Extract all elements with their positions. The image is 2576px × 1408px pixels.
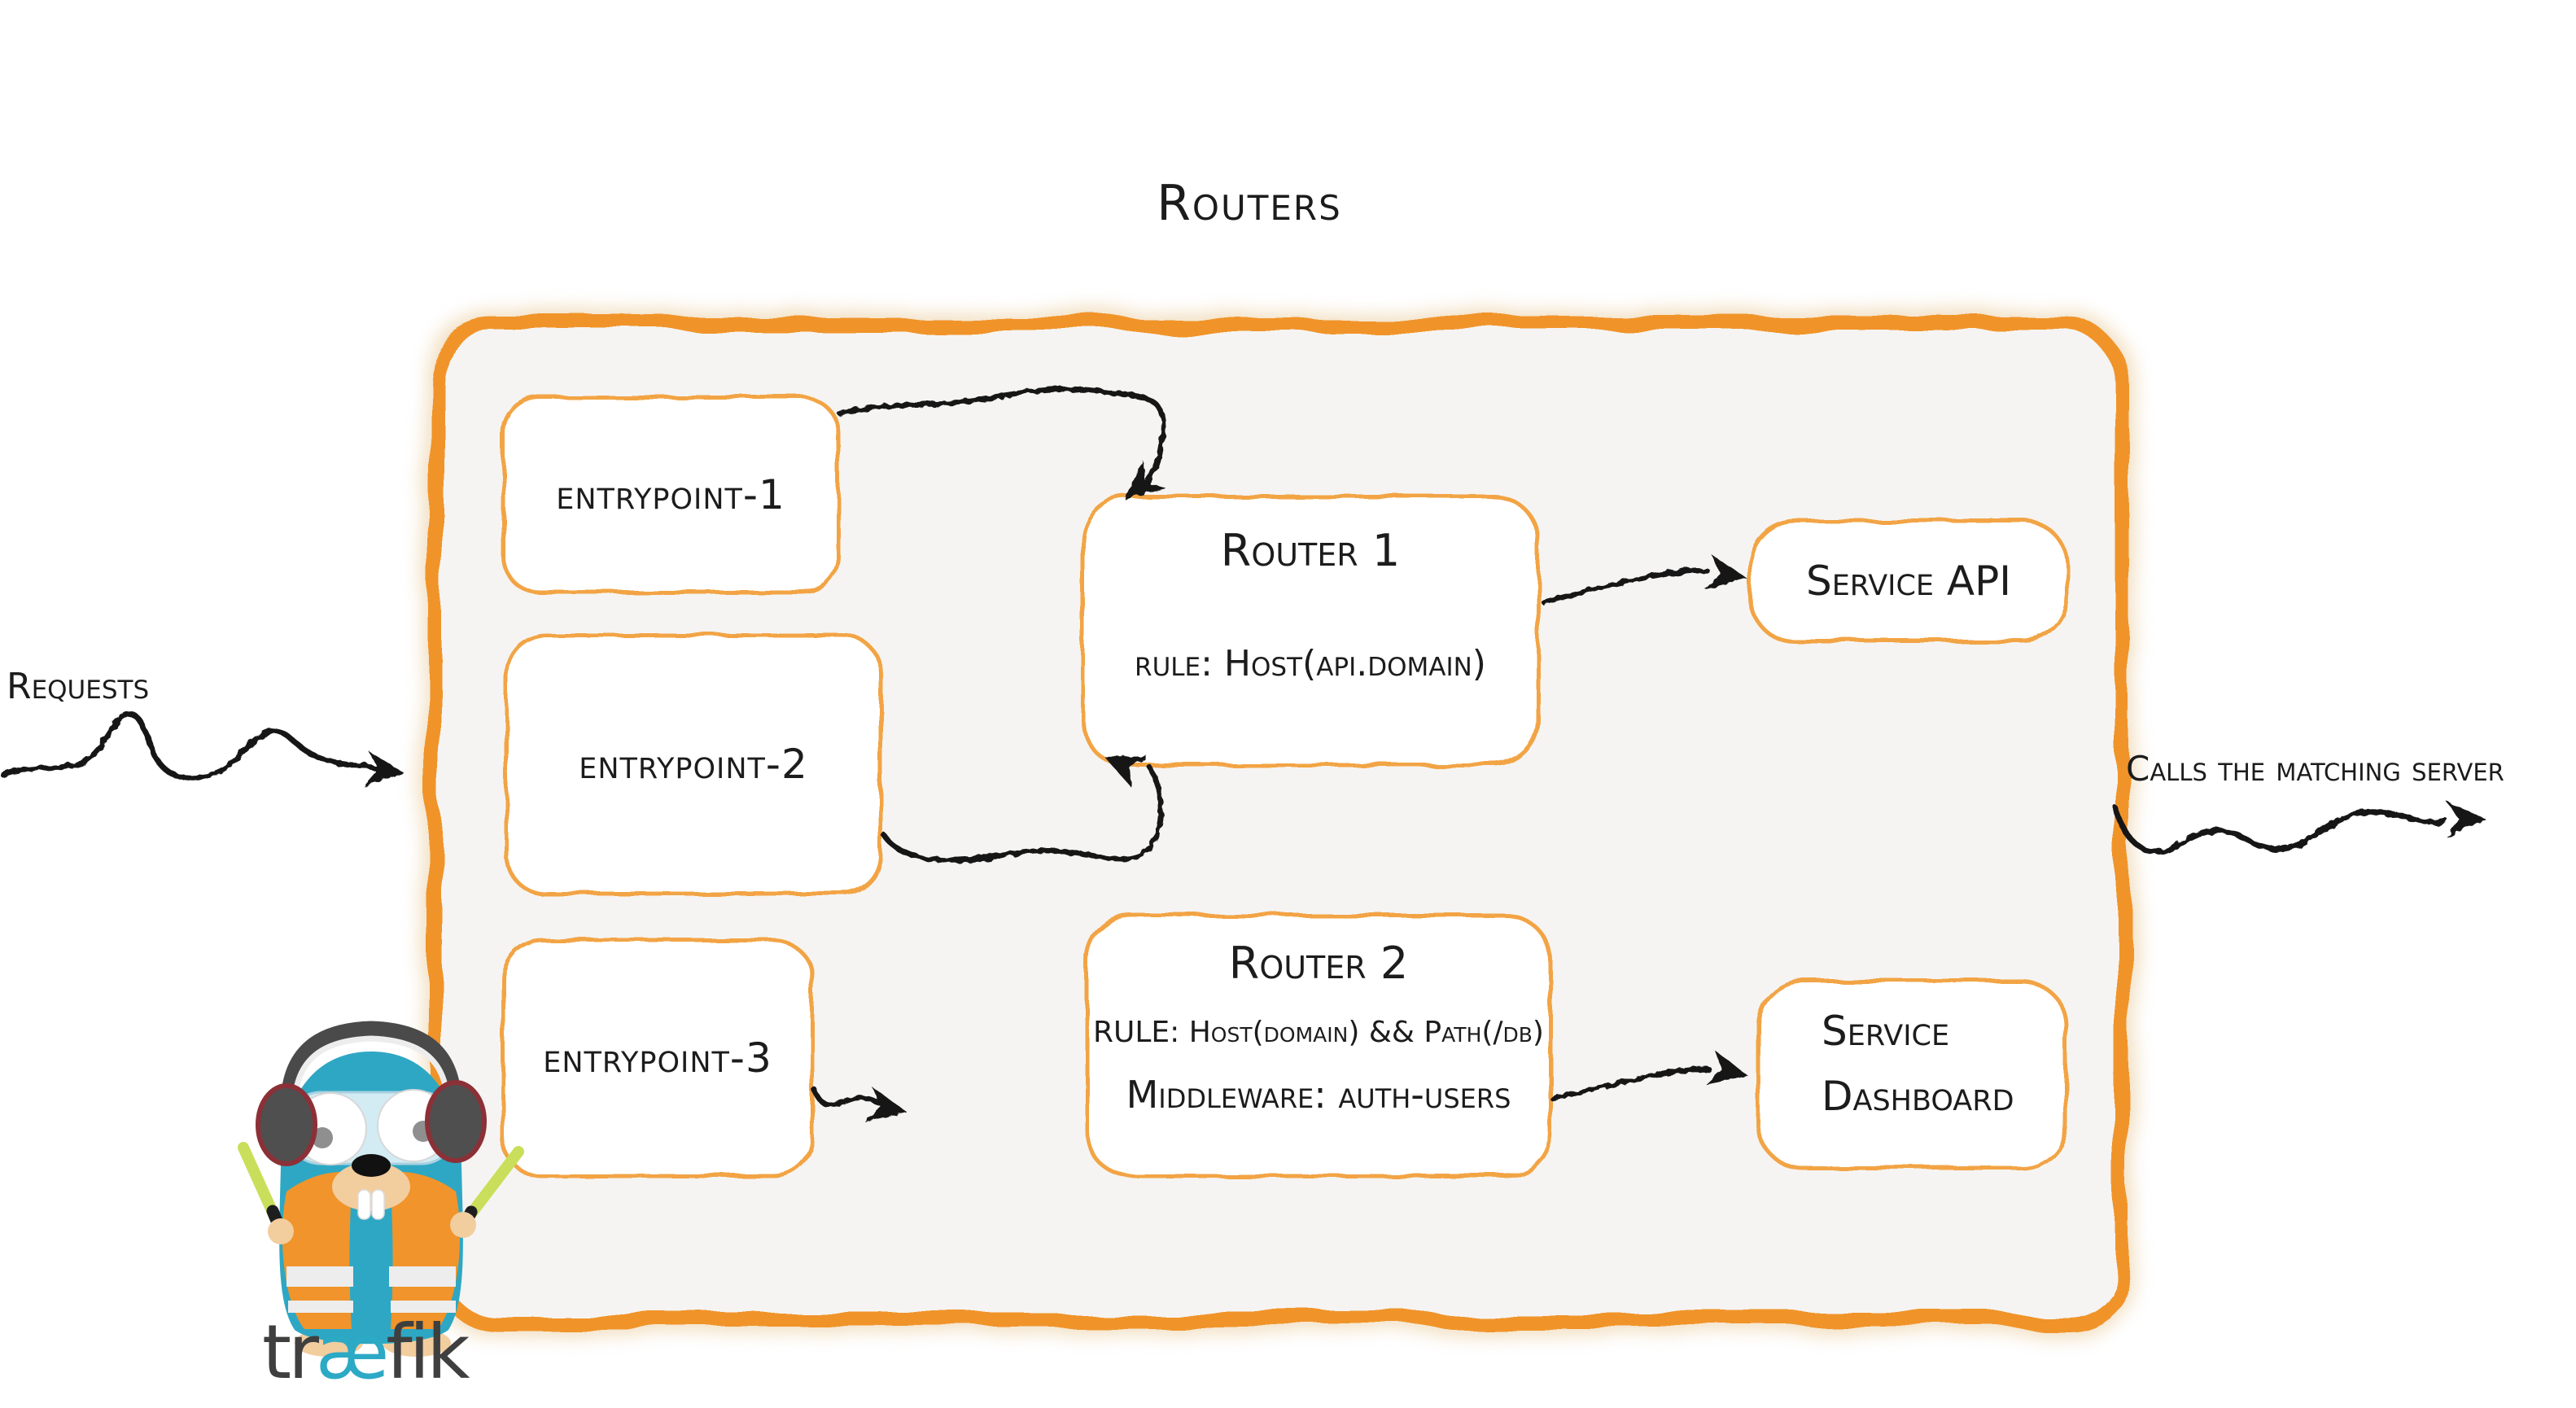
traefik-gopher-logo (238, 1021, 524, 1357)
entrypoint-2-label: entrypoint-2 (579, 741, 808, 788)
gopher-hand-right (450, 1212, 476, 1238)
gopher-pupil (312, 1127, 333, 1148)
arrow-router2-to-service-dashboard (1550, 1050, 1748, 1102)
requests-label: Requests (7, 666, 150, 707)
calls-arrow (2111, 802, 2486, 855)
arrow-entrypoint1-to-router1 (837, 386, 1166, 500)
headphones-band (280, 1021, 462, 1120)
service-dashboard-label-line1: Service (1822, 1008, 1950, 1055)
entrypoint-1-label: entrypoint-1 (556, 471, 785, 518)
router-1-box (1080, 494, 1541, 767)
gopher-tooth (357, 1189, 371, 1220)
entrypoint-1-box (501, 395, 841, 595)
arrow-entrypoint3-to-router2 (811, 1086, 907, 1122)
entrypoint-2-box (504, 632, 883, 896)
vest-stripe (389, 1266, 456, 1287)
wordmark-ae: æ (315, 1309, 389, 1396)
service-api-label: Service API (1805, 558, 2012, 605)
diagram-title: Routers (1157, 175, 1342, 232)
gopher-tooth (371, 1189, 385, 1220)
wordmark-post: fik (386, 1309, 470, 1396)
wordmark-pre: tr (262, 1309, 319, 1396)
vest-left-panel (282, 1171, 352, 1329)
vest-stripe (286, 1266, 353, 1287)
service-dashboard-box (1756, 978, 2068, 1170)
service-api-box (1747, 518, 2070, 644)
service-dashboard-label-line2: Dashboard (1822, 1073, 2014, 1120)
requests-arrow (0, 711, 405, 787)
arrow-entrypoint2-to-router1 (881, 756, 1164, 864)
router-1-rule: rule: Host(api.domain) (1135, 643, 1486, 684)
router-2-rule: RULE: Host(domain) && Path(/db) (1093, 1016, 1544, 1049)
gopher-muzzle (332, 1162, 410, 1211)
calls-matching-server-label: Calls the matching server (2126, 749, 2504, 789)
router-2-box (1084, 913, 1553, 1178)
traefik-wordmark: træfik (262, 1309, 470, 1396)
vest-right-panel (390, 1171, 461, 1329)
vest-stripe (391, 1301, 456, 1313)
router-2-middleware: Middleware: auth-users (1126, 1073, 1511, 1117)
headphones-earcup-left (256, 1083, 317, 1166)
router-1-title: Router 1 (1220, 525, 1401, 576)
headphones-earcup-right (425, 1080, 487, 1163)
entrypoint-3-box (501, 938, 815, 1178)
router-2-title: Router 2 (1228, 938, 1409, 989)
arrow-router1-to-service-api (1541, 553, 1747, 606)
headphones-band-inner (291, 1035, 451, 1115)
gopher-nose (352, 1154, 391, 1177)
vest-stripe (288, 1301, 353, 1313)
entrypoint-3-label: entrypoint-3 (543, 1034, 772, 1082)
gopher-hand-left (268, 1218, 294, 1244)
